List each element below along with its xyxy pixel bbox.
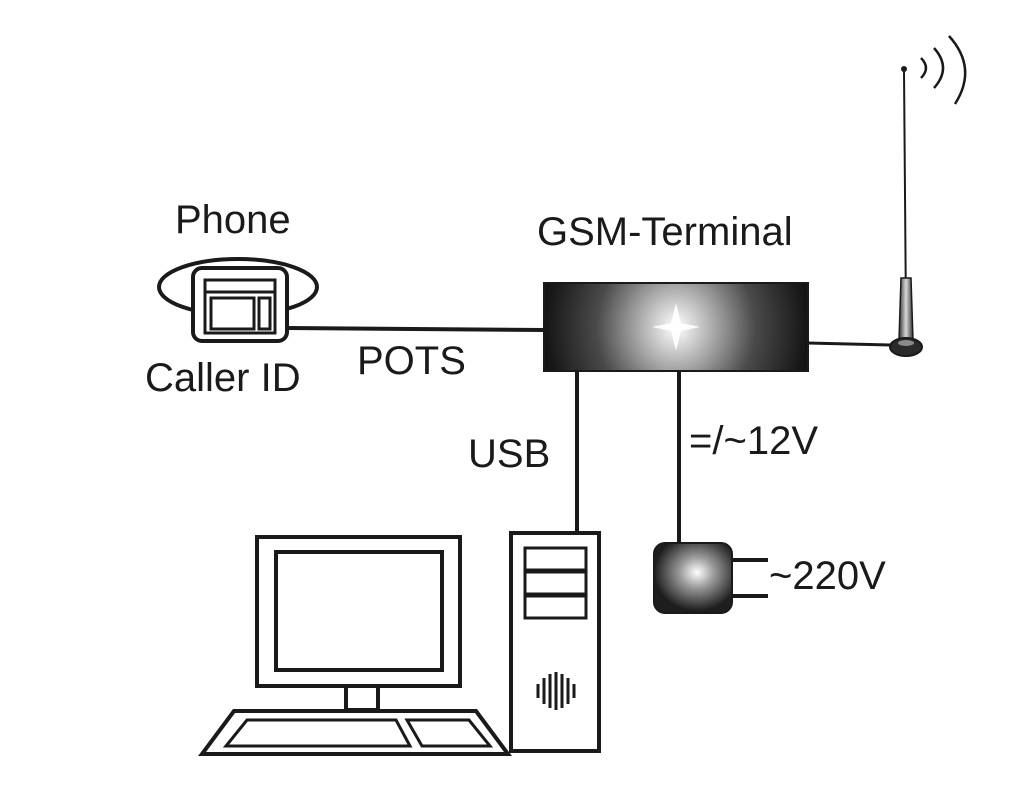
antenna-icon <box>889 66 923 357</box>
radio-wave-icon <box>920 35 967 105</box>
usb-label: USB <box>468 432 551 476</box>
pots-line <box>286 326 546 332</box>
speaker-grille-icon <box>536 672 576 710</box>
phone-label: Phone <box>175 198 291 242</box>
antenna-cable <box>807 341 893 347</box>
gsm-terminal-label: GSM-Terminal <box>537 210 793 254</box>
phone-icon <box>157 257 319 343</box>
power-supply-icon <box>653 542 768 614</box>
caller-id-label: Caller ID <box>145 356 301 400</box>
ac-power-label: ~220V <box>769 554 886 598</box>
dc-power-label: =/~12V <box>689 419 819 463</box>
pots-label: POTS <box>357 339 466 383</box>
connection-lines <box>286 326 893 542</box>
gsm-terminal-icon <box>543 282 809 372</box>
computer-icon <box>198 531 601 756</box>
